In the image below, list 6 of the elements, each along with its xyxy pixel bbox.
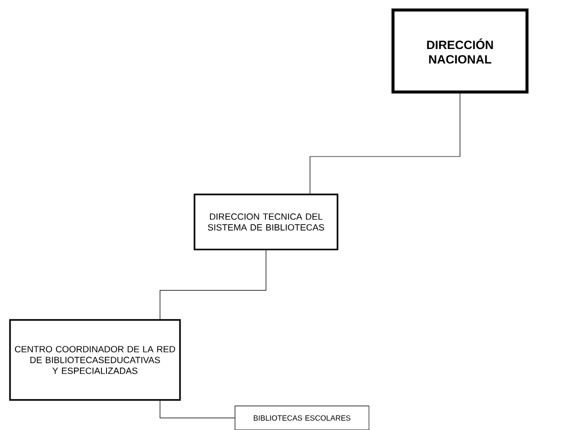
connector-line (310, 93, 460, 194)
connector-line (160, 400, 235, 418)
unit-box: DIRECCION TECNICA DEL SISTEMA DE BIBLIOTECAS (194, 194, 338, 250)
connector-line (160, 250, 266, 320)
unit-box: CENTRO COORDINADOR DE LA RED DE BIBLIOTECASEDUCATIVAS Y ESPECIALIZADAS (9, 319, 181, 401)
heading-box: DIRECCIÓN NACIONAL (392, 8, 528, 94)
